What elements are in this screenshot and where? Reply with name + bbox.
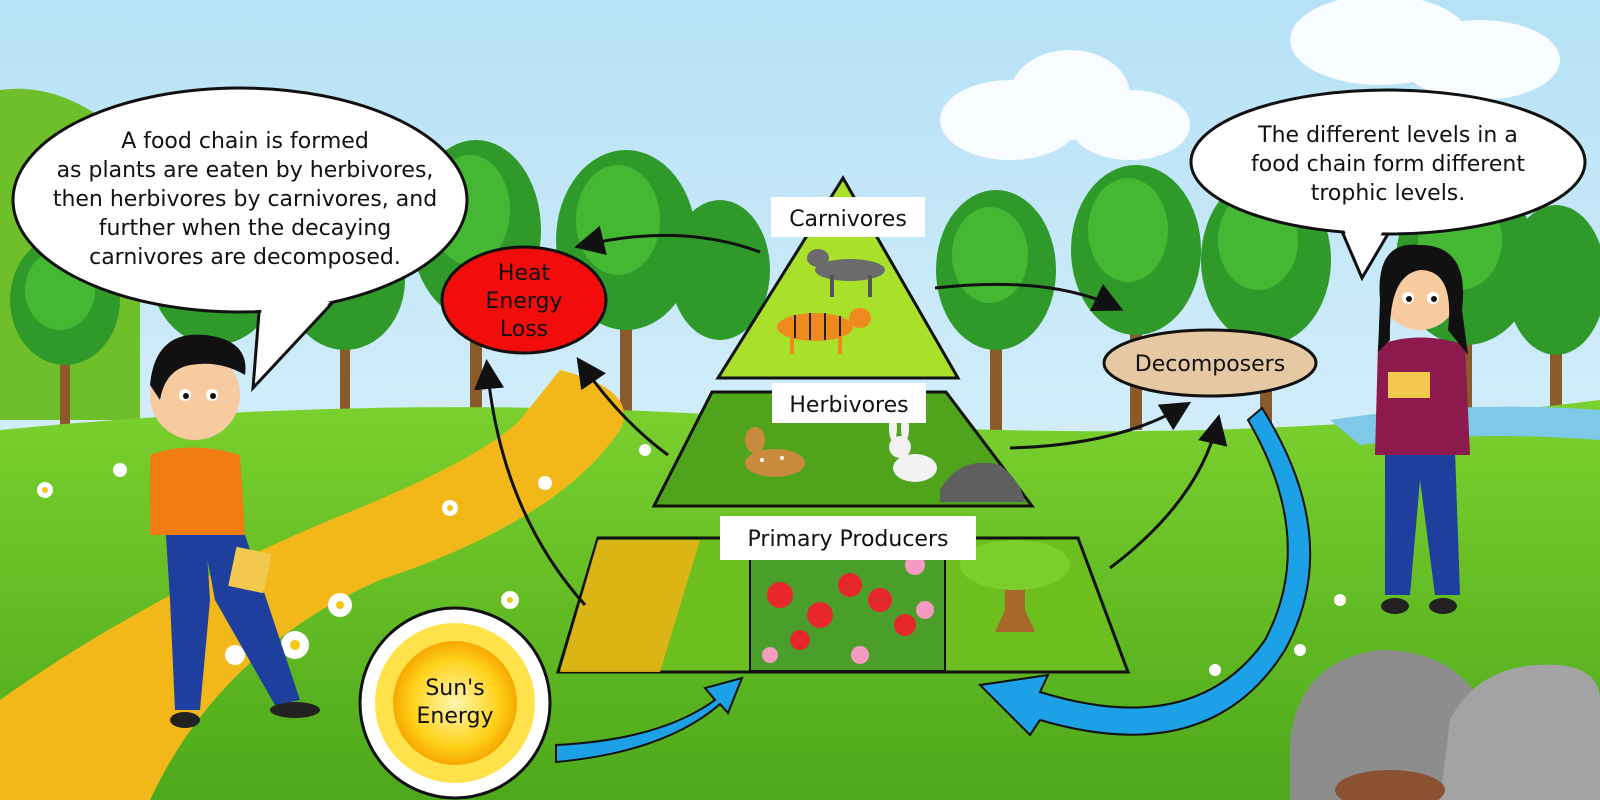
carnivores-label: Carnivores: [789, 207, 907, 232]
deer-icon: [745, 427, 805, 477]
girl-character: [1375, 244, 1470, 614]
left-bubble-line-1: A food chain is formed: [121, 129, 369, 154]
producers-label: Primary Producers: [748, 527, 949, 552]
rocks: [1290, 650, 1600, 800]
arrow-producers-to-decomposers: [1109, 414, 1228, 570]
left-bubble-line-2: as plants are eaten by herbivores,: [57, 158, 434, 183]
heat-label-line-2: Energy: [485, 289, 562, 314]
herbivores-label-box: [772, 383, 926, 423]
decomposers-node: [1102, 328, 1318, 398]
left-bubble-line-3: then herbivores by carnivores, and: [53, 187, 437, 212]
energy-arrows: [474, 225, 1228, 606]
sun-label-line-2: Energy: [416, 704, 493, 729]
left-bubble-line-4: further when the decaying: [99, 216, 392, 241]
heat-energy-loss: [440, 245, 608, 355]
nutrient-flow-arrows: [555, 406, 1312, 764]
clouds: [940, 0, 1560, 160]
arrow-herbivores-to-heat: [576, 357, 669, 457]
heat-label-line-3: Loss: [500, 317, 548, 342]
arrow-herbivores-to-decomposers: [1009, 401, 1192, 450]
wolf-icon: [807, 249, 885, 297]
arrow-carnivores-to-decomposers: [934, 282, 1124, 312]
producers-label-box: [720, 516, 976, 560]
arrow-producers-to-heat: [474, 359, 587, 606]
right-bubble-line-1: The different levels in a: [1257, 123, 1518, 148]
right-bubble-line-3: trophic levels.: [1311, 181, 1466, 206]
yellow-path: [0, 370, 624, 800]
carnivores-label-box: [771, 197, 925, 237]
right-bubble-line-2: food chain form different: [1251, 152, 1525, 177]
sun-icon: [375, 623, 535, 783]
tiger-icon: [777, 308, 871, 354]
tree-icon: [960, 540, 1070, 632]
heat-label-line-1: Heat: [498, 261, 551, 286]
tomato-icons: [767, 573, 916, 650]
herbivores-label: Herbivores: [789, 393, 908, 418]
left-bubble-line-5: carnivores are decomposed.: [89, 245, 401, 270]
boy-character: [150, 334, 320, 728]
arrow-decomposers-to-producers: [977, 406, 1312, 737]
arrow-sun-to-producers: [555, 676, 744, 764]
sun-label-line-1: Sun's: [425, 676, 484, 701]
right-speech-bubble: [1189, 88, 1587, 282]
decomposers-label: Decomposers: [1135, 352, 1285, 377]
arrow-carnivores-to-heat: [574, 225, 761, 255]
left-speech-bubble: [11, 86, 469, 393]
